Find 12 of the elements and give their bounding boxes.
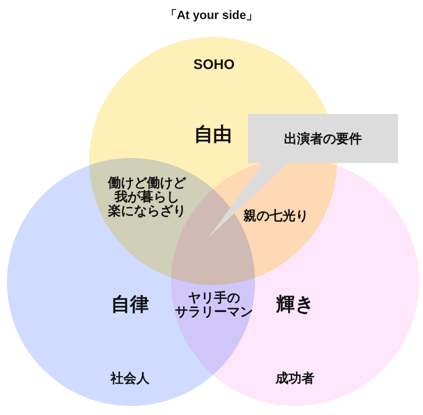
region-label: ヤリ手のサラリーマン [175, 291, 253, 319]
diagram-title: 「At your side」 [164, 8, 258, 23]
callout-tooltip [209, 114, 398, 238]
circle-heading: 自由 [194, 126, 232, 144]
region-label: 働けど働けど我が暮らし楽にならざり [108, 176, 186, 218]
circle-caption: 成功者 [276, 372, 314, 384]
circle-heading: 自律 [111, 296, 149, 314]
circle-caption: 社会人 [110, 372, 150, 384]
region-label: 親の七光り [244, 209, 308, 223]
circle-heading: 輝き [276, 296, 314, 314]
callout-text: 出演者の要件 [284, 132, 362, 145]
circle-caption: SOHO [193, 57, 235, 71]
